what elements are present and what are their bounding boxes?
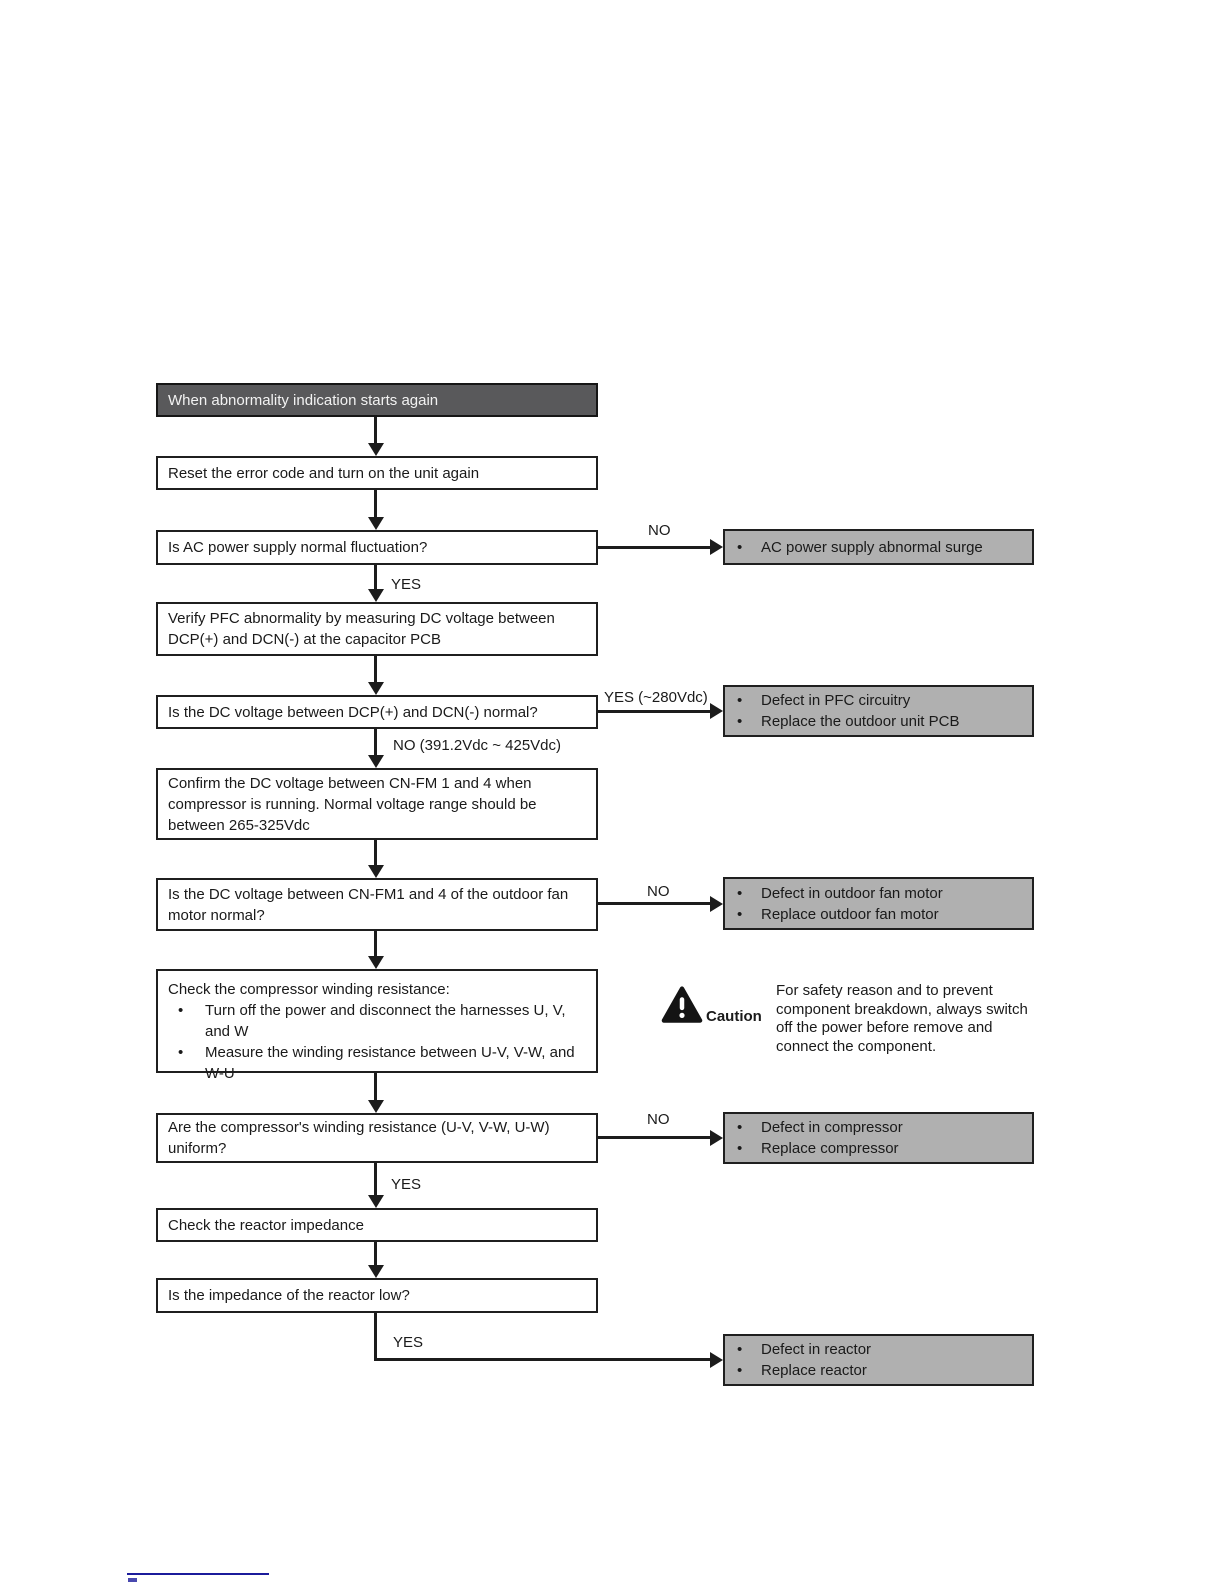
flow-box-confirm-dc-text: Confirm the DC voltage between CN-FM 1 a… xyxy=(168,774,537,834)
result-item: Replace reactor xyxy=(725,1360,1032,1381)
arrow-down-icon xyxy=(368,865,384,878)
flow-line xyxy=(598,1136,710,1139)
result-list: Defect in reactor Replace reactor xyxy=(725,1339,1032,1381)
arrow-down-icon xyxy=(368,443,384,456)
arrow-right-icon xyxy=(710,896,723,912)
flow-box-confirm-dc: Confirm the DC voltage between CN-FM 1 a… xyxy=(156,768,598,840)
flow-line xyxy=(374,931,377,956)
result-list: Defect in compressor Replace compressor xyxy=(725,1117,1032,1159)
branch-label-ac-yes: YES xyxy=(391,576,422,593)
flow-box-check-compressor: Check the compressor winding resistance:… xyxy=(156,969,598,1082)
flow-line xyxy=(598,546,710,549)
caution-text: For safety reason and to prevent compone… xyxy=(776,982,1028,1055)
flow-box-fan-voltage-text: Is the DC voltage between CN-FM1 and 4 o… xyxy=(168,885,569,924)
flow-box-check-reactor-text: Check the reactor impedance xyxy=(168,1216,364,1234)
result-list: Defect in PFC circuitry Replace the outd… xyxy=(725,690,1032,732)
flow-line xyxy=(374,1313,377,1361)
flow-box-impedance-question: Is the impedance of the reactor low? xyxy=(156,1278,598,1313)
result-box-surge: AC power supply abnormal surge xyxy=(723,529,1034,565)
flow-box-reset: Reset the error code and turn on the uni… xyxy=(156,456,598,490)
flow-line xyxy=(374,1242,377,1265)
flow-line xyxy=(374,656,377,682)
result-item: AC power supply abnormal surge xyxy=(725,537,1032,558)
check-compressor-item: Measure the winding resistance between U… xyxy=(168,1042,586,1084)
branch-label-ac-no: NO xyxy=(648,522,671,539)
arrow-down-icon xyxy=(368,956,384,969)
branch-label-dc-no: NO (391.2Vdc ~ 425Vdc) xyxy=(393,737,562,754)
result-box-pfc: Defect in PFC circuitry Replace the outd… xyxy=(723,685,1034,737)
flow-box-verify-pfc-text: Verify PFC abnormality by measuring DC v… xyxy=(168,610,555,648)
flow-line xyxy=(598,710,710,713)
arrow-right-icon xyxy=(710,703,723,719)
result-item: Replace the outdoor unit PCB xyxy=(725,711,1032,732)
flow-line xyxy=(374,840,377,865)
arrow-down-icon xyxy=(368,755,384,768)
arrow-down-icon xyxy=(368,589,384,602)
flow-box-start-text: When abnormality indication starts again xyxy=(168,391,439,409)
flow-box-dc-voltage-question: Is the DC voltage between DCP(+) and DCN… xyxy=(156,695,598,729)
result-list: AC power supply abnormal surge xyxy=(725,537,1032,558)
flow-box-impedance-text: Is the impedance of the reactor low? xyxy=(168,1287,410,1304)
arrow-down-icon xyxy=(368,1265,384,1278)
check-compressor-item: Turn off the power and disconnect the ha… xyxy=(168,1000,586,1042)
flow-box-fan-voltage-question: Is the DC voltage between CN-FM1 and 4 o… xyxy=(156,878,598,931)
caution-label: Caution xyxy=(706,1008,762,1025)
flow-box-dc-voltage-text: Is the DC voltage between DCP(+) and DCN… xyxy=(168,703,538,721)
flow-box-winding-text: Are the compressor's winding resistance … xyxy=(168,1119,550,1157)
arrow-down-icon xyxy=(368,1100,384,1113)
flow-line xyxy=(374,417,377,443)
branch-label-impedance-yes: YES xyxy=(393,1334,424,1351)
branch-label-winding-no: NO xyxy=(647,1111,670,1128)
bottom-blue-line xyxy=(127,1573,269,1575)
flow-line xyxy=(374,729,377,755)
flow-box-check-reactor: Check the reactor impedance xyxy=(156,1208,598,1242)
flow-box-verify-pfc: Verify PFC abnormality by measuring DC v… xyxy=(156,602,598,656)
flow-line xyxy=(374,1073,377,1100)
result-box-compressor: Defect in compressor Replace compressor xyxy=(723,1112,1034,1164)
arrow-right-icon xyxy=(710,539,723,555)
arrow-right-icon xyxy=(710,1130,723,1146)
flow-box-reset-text: Reset the error code and turn on the uni… xyxy=(168,464,480,482)
arrow-down-icon xyxy=(368,1195,384,1208)
result-item: Defect in compressor xyxy=(725,1117,1032,1138)
flow-box-ac-power-question: Is AC power supply normal fluctuation? xyxy=(156,530,598,565)
caution-icon xyxy=(661,986,703,1024)
result-item: Replace compressor xyxy=(725,1138,1032,1159)
flow-line xyxy=(598,902,710,905)
result-list: Defect in outdoor fan motor Replace outd… xyxy=(725,883,1032,925)
caution-triangle-icon xyxy=(661,986,703,1023)
result-box-reactor: Defect in reactor Replace reactor xyxy=(723,1334,1034,1386)
bottom-blue-mark xyxy=(128,1578,137,1582)
flow-line xyxy=(374,565,377,589)
branch-label-winding-yes: YES xyxy=(391,1176,422,1193)
flow-line xyxy=(375,1358,710,1361)
flow-line xyxy=(374,490,377,517)
flow-box-winding-question: Are the compressor's winding resistance … xyxy=(156,1113,598,1163)
result-item: Defect in reactor xyxy=(725,1339,1032,1360)
result-item: Replace outdoor fan motor xyxy=(725,904,1032,925)
flow-line xyxy=(374,1163,377,1195)
branch-label-fan-no: NO xyxy=(647,883,670,900)
arrow-right-icon xyxy=(710,1352,723,1368)
flow-box-check-compressor-title: Check the compressor winding resistance: xyxy=(168,981,450,998)
result-box-fan: Defect in outdoor fan motor Replace outd… xyxy=(723,877,1034,930)
result-item: Defect in outdoor fan motor xyxy=(725,883,1032,904)
result-item: Defect in PFC circuitry xyxy=(725,690,1032,711)
flow-box-start: When abnormality indication starts again xyxy=(156,383,598,417)
arrow-down-icon xyxy=(368,682,384,695)
flow-box-ac-power-text: Is AC power supply normal fluctuation? xyxy=(168,539,428,556)
arrow-down-icon xyxy=(368,517,384,530)
branch-label-dc-yes: YES (~280Vdc) xyxy=(604,689,708,706)
check-compressor-list: Turn off the power and disconnect the ha… xyxy=(168,1000,586,1084)
